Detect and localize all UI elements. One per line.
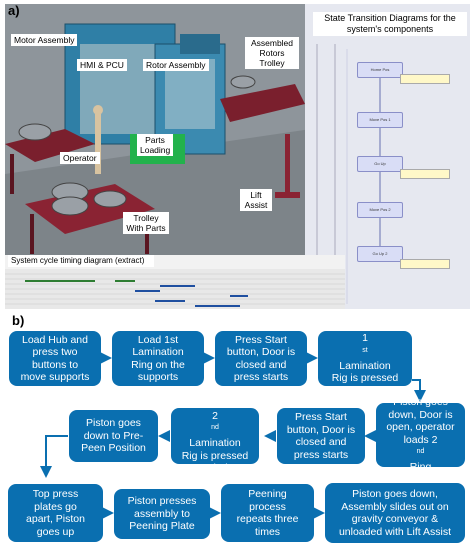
state-box: Move Pos 2: [357, 202, 403, 218]
state-note: [400, 169, 450, 179]
state-box: Move Pos 1: [357, 112, 403, 128]
panel-a-letter: a): [8, 3, 20, 18]
rotor-assembly-label: Rotor Assembly: [143, 59, 209, 71]
state-box: Go Up: [357, 156, 403, 172]
state-note: [400, 74, 450, 84]
operator-label: Operator: [60, 152, 100, 164]
state-diagram-title: State Transition Diagrams for the system…: [313, 12, 467, 36]
motor-assembly-label: Motor Assembly: [11, 34, 78, 46]
state-box: Go Up 2: [357, 246, 403, 262]
state-note: [400, 259, 450, 269]
trolley-with-parts-label: Trolley With Parts: [123, 212, 169, 234]
timing-diagram: System cycle timing diagram (extract): [5, 255, 345, 309]
panel-b-letter: b): [12, 313, 25, 328]
lift-assist-label: Lift Assist: [240, 189, 272, 211]
timing-bars: [5, 269, 345, 309]
hmi-pcu-label: HMI & PCU: [77, 59, 127, 71]
assembled-rotors-trolley-label: Assembled Rotors Trolley: [245, 37, 299, 69]
state-box: Home Pos: [357, 62, 403, 78]
timing-title: System cycle timing diagram (extract): [8, 255, 154, 267]
parts-loading-label: Parts Loading: [137, 134, 173, 156]
